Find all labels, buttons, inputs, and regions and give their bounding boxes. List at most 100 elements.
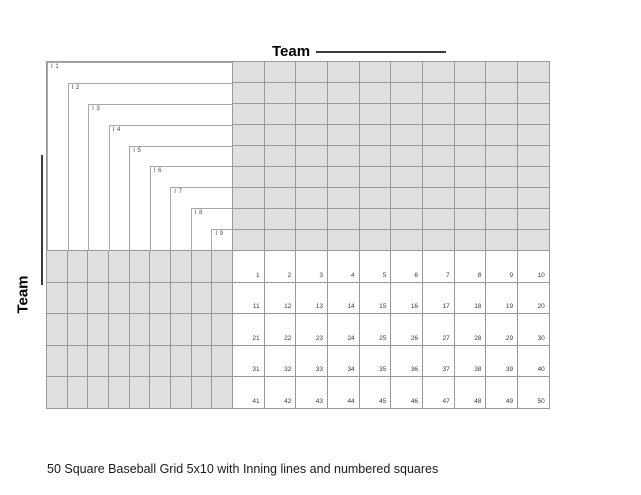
grid-cell-shaded[interactable] [326,61,360,83]
grid-cell-shaded[interactable] [358,166,392,188]
numbered-square[interactable]: 4 [326,250,360,283]
numbered-square[interactable]: 41 [231,376,265,409]
grid-cell-shaded[interactable] [517,82,550,104]
grid-cell-shaded[interactable] [485,187,519,209]
grid-cell-shaded[interactable] [326,187,360,209]
grid-cell-shaded[interactable] [295,229,328,251]
grid-cell-shaded[interactable] [517,229,550,251]
grid-cell-shaded[interactable] [231,103,265,125]
numbered-square[interactable]: 30 [517,313,550,346]
numbered-square[interactable]: 5 [358,250,392,283]
grid-cell-shaded[interactable] [422,61,455,83]
grid-cell-shaded[interactable] [295,103,328,125]
grid-cell-shaded[interactable] [517,103,550,125]
grid-cell-shaded[interactable] [485,82,519,104]
numbered-square[interactable]: 48 [453,376,487,409]
numbered-square[interactable]: 34 [326,344,360,378]
grid-cell-shaded[interactable] [390,61,424,83]
grid-cell-shaded[interactable] [390,208,424,230]
grid-cell-shaded[interactable] [107,376,130,409]
grid-cell-shaded[interactable] [46,344,68,378]
grid-cell-shaded[interactable] [211,313,233,346]
numbered-square[interactable]: 14 [326,281,360,315]
grid-cell-shaded[interactable] [263,124,297,146]
numbered-square[interactable]: 44 [326,376,360,409]
numbered-square[interactable]: 40 [517,344,550,378]
grid-cell-shaded[interactable] [149,376,171,409]
grid-cell-shaded[interactable] [453,166,487,188]
grid-cell-shaded[interactable] [211,344,233,378]
numbered-square[interactable]: 45 [358,376,392,409]
grid-cell-shaded[interactable] [326,208,360,230]
grid-cell-shaded[interactable] [107,313,130,346]
numbered-square[interactable]: 10 [517,250,550,283]
numbered-square[interactable]: 49 [485,376,519,409]
grid-cell-shaded[interactable] [149,313,171,346]
grid-cell-shaded[interactable] [517,145,550,167]
grid-cell-shaded[interactable] [485,208,519,230]
grid-cell-shaded[interactable] [231,124,265,146]
grid-cell-shaded[interactable] [485,145,519,167]
grid-cell-shaded[interactable] [453,145,487,167]
grid-cell-shaded[interactable] [390,103,424,125]
grid-cell-shaded[interactable] [211,376,233,409]
grid-cell-shaded[interactable] [263,229,297,251]
numbered-square[interactable]: 47 [422,376,455,409]
grid-cell-shaded[interactable] [358,187,392,209]
numbered-square[interactable]: 37 [422,344,455,378]
grid-cell-shaded[interactable] [326,229,360,251]
grid-cell-shaded[interactable] [66,344,89,378]
grid-cell-shaded[interactable] [453,103,487,125]
grid-cell-shaded[interactable] [107,281,130,315]
grid-cell-shaded[interactable] [390,145,424,167]
numbered-square[interactable]: 23 [295,313,328,346]
grid-cell-shaded[interactable] [295,166,328,188]
numbered-square[interactable]: 7 [422,250,455,283]
numbered-square[interactable]: 16 [390,281,424,315]
grid-cell-shaded[interactable] [517,166,550,188]
grid-cell-shaded[interactable] [358,208,392,230]
grid-cell-shaded[interactable] [390,187,424,209]
grid-cell-shaded[interactable] [453,208,487,230]
grid-cell-shaded[interactable] [295,61,328,83]
grid-cell-shaded[interactable] [231,166,265,188]
numbered-square[interactable]: 11 [231,281,265,315]
grid-cell-shaded[interactable] [149,250,171,283]
grid-cell-shaded[interactable] [295,124,328,146]
grid-cell-shaded[interactable] [453,124,487,146]
grid-cell-shaded[interactable] [517,208,550,230]
grid-cell-shaded[interactable] [358,61,392,83]
numbered-square[interactable]: 26 [390,313,424,346]
grid-cell-shaded[interactable] [149,344,171,378]
grid-cell-shaded[interactable] [485,229,519,251]
grid-cell-shaded[interactable] [66,281,89,315]
numbered-square[interactable]: 32 [263,344,297,378]
numbered-square[interactable]: 18 [453,281,487,315]
numbered-square[interactable]: 24 [326,313,360,346]
numbered-square[interactable]: 25 [358,313,392,346]
grid-cell-shaded[interactable] [422,208,455,230]
grid-cell-shaded[interactable] [485,61,519,83]
grid-cell-shaded[interactable] [422,82,455,104]
grid-cell-shaded[interactable] [263,166,297,188]
numbered-square[interactable]: 36 [390,344,424,378]
grid-cell-shaded[interactable] [485,124,519,146]
grid-cell-shaded[interactable] [87,376,109,409]
numbered-square[interactable]: 2 [263,250,297,283]
numbered-square[interactable]: 19 [485,281,519,315]
grid-cell-shaded[interactable] [128,344,151,378]
numbered-square[interactable]: 31 [231,344,265,378]
grid-cell-shaded[interactable] [422,103,455,125]
grid-cell-shaded[interactable] [422,229,455,251]
grid-cell-shaded[interactable] [211,250,233,283]
numbered-square[interactable]: 43 [295,376,328,409]
numbered-square[interactable]: 8 [453,250,487,283]
numbered-square[interactable]: 35 [358,344,392,378]
numbered-square[interactable]: 46 [390,376,424,409]
numbered-square[interactable]: 38 [453,344,487,378]
numbered-square[interactable]: 12 [263,281,297,315]
grid-cell-shaded[interactable] [46,281,68,315]
grid-cell-shaded[interactable] [453,187,487,209]
grid-cell-shaded[interactable] [485,103,519,125]
